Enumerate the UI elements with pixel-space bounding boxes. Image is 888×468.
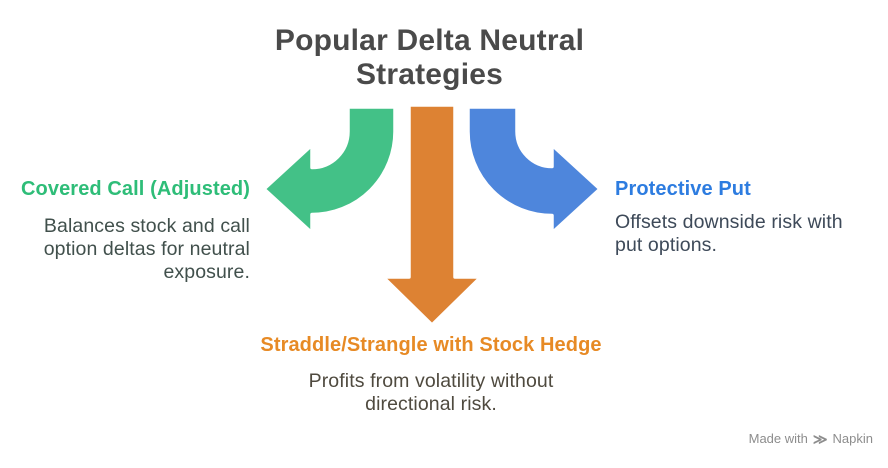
covered-call-desc-line1: Balances stock and call: [43, 215, 250, 237]
covered-call-arrow-icon: [262, 105, 397, 235]
straddle-strangle-desc-line2: directional risk.: [365, 393, 497, 415]
straddle-strangle-description: Profits from volatility without directio…: [0, 370, 862, 416]
straddle-strangle-desc-line1: Profits from volatility without: [308, 370, 554, 392]
page-title: Popular Delta Neutral Strategies: [0, 24, 859, 92]
made-with-text: Made with: [748, 431, 808, 446]
covered-call-label: Covered Call (Adjusted): [21, 178, 250, 200]
protective-put-description: Offsets downside risk with put options.: [615, 211, 843, 257]
protective-put-desc-line2: put options.: [615, 234, 718, 256]
page-title-line1: Popular Delta Neutral: [274, 24, 585, 57]
napkin-brand-text: Napkin: [832, 431, 873, 446]
covered-call-desc-line2: option deltas for neutral: [43, 238, 250, 260]
covered-call-desc-line3: exposure.: [163, 261, 250, 283]
protective-put-arrow-icon: [466, 105, 602, 235]
napkin-logo-icon: ≫: [812, 430, 828, 447]
page-title-line2: Strategies: [355, 58, 504, 91]
straddle-strangle-arrow-icon: [381, 103, 483, 327]
covered-call-description: Balances stock and call option deltas fo…: [44, 215, 250, 284]
protective-put-desc-line1: Offsets downside risk with: [615, 211, 843, 233]
straddle-strangle-label: Straddle/Strangle with Stock Hedge: [260, 334, 602, 356]
protective-put-label: Protective Put: [615, 178, 751, 200]
napkin-watermark: Made with ≫ Napkin: [749, 431, 873, 446]
